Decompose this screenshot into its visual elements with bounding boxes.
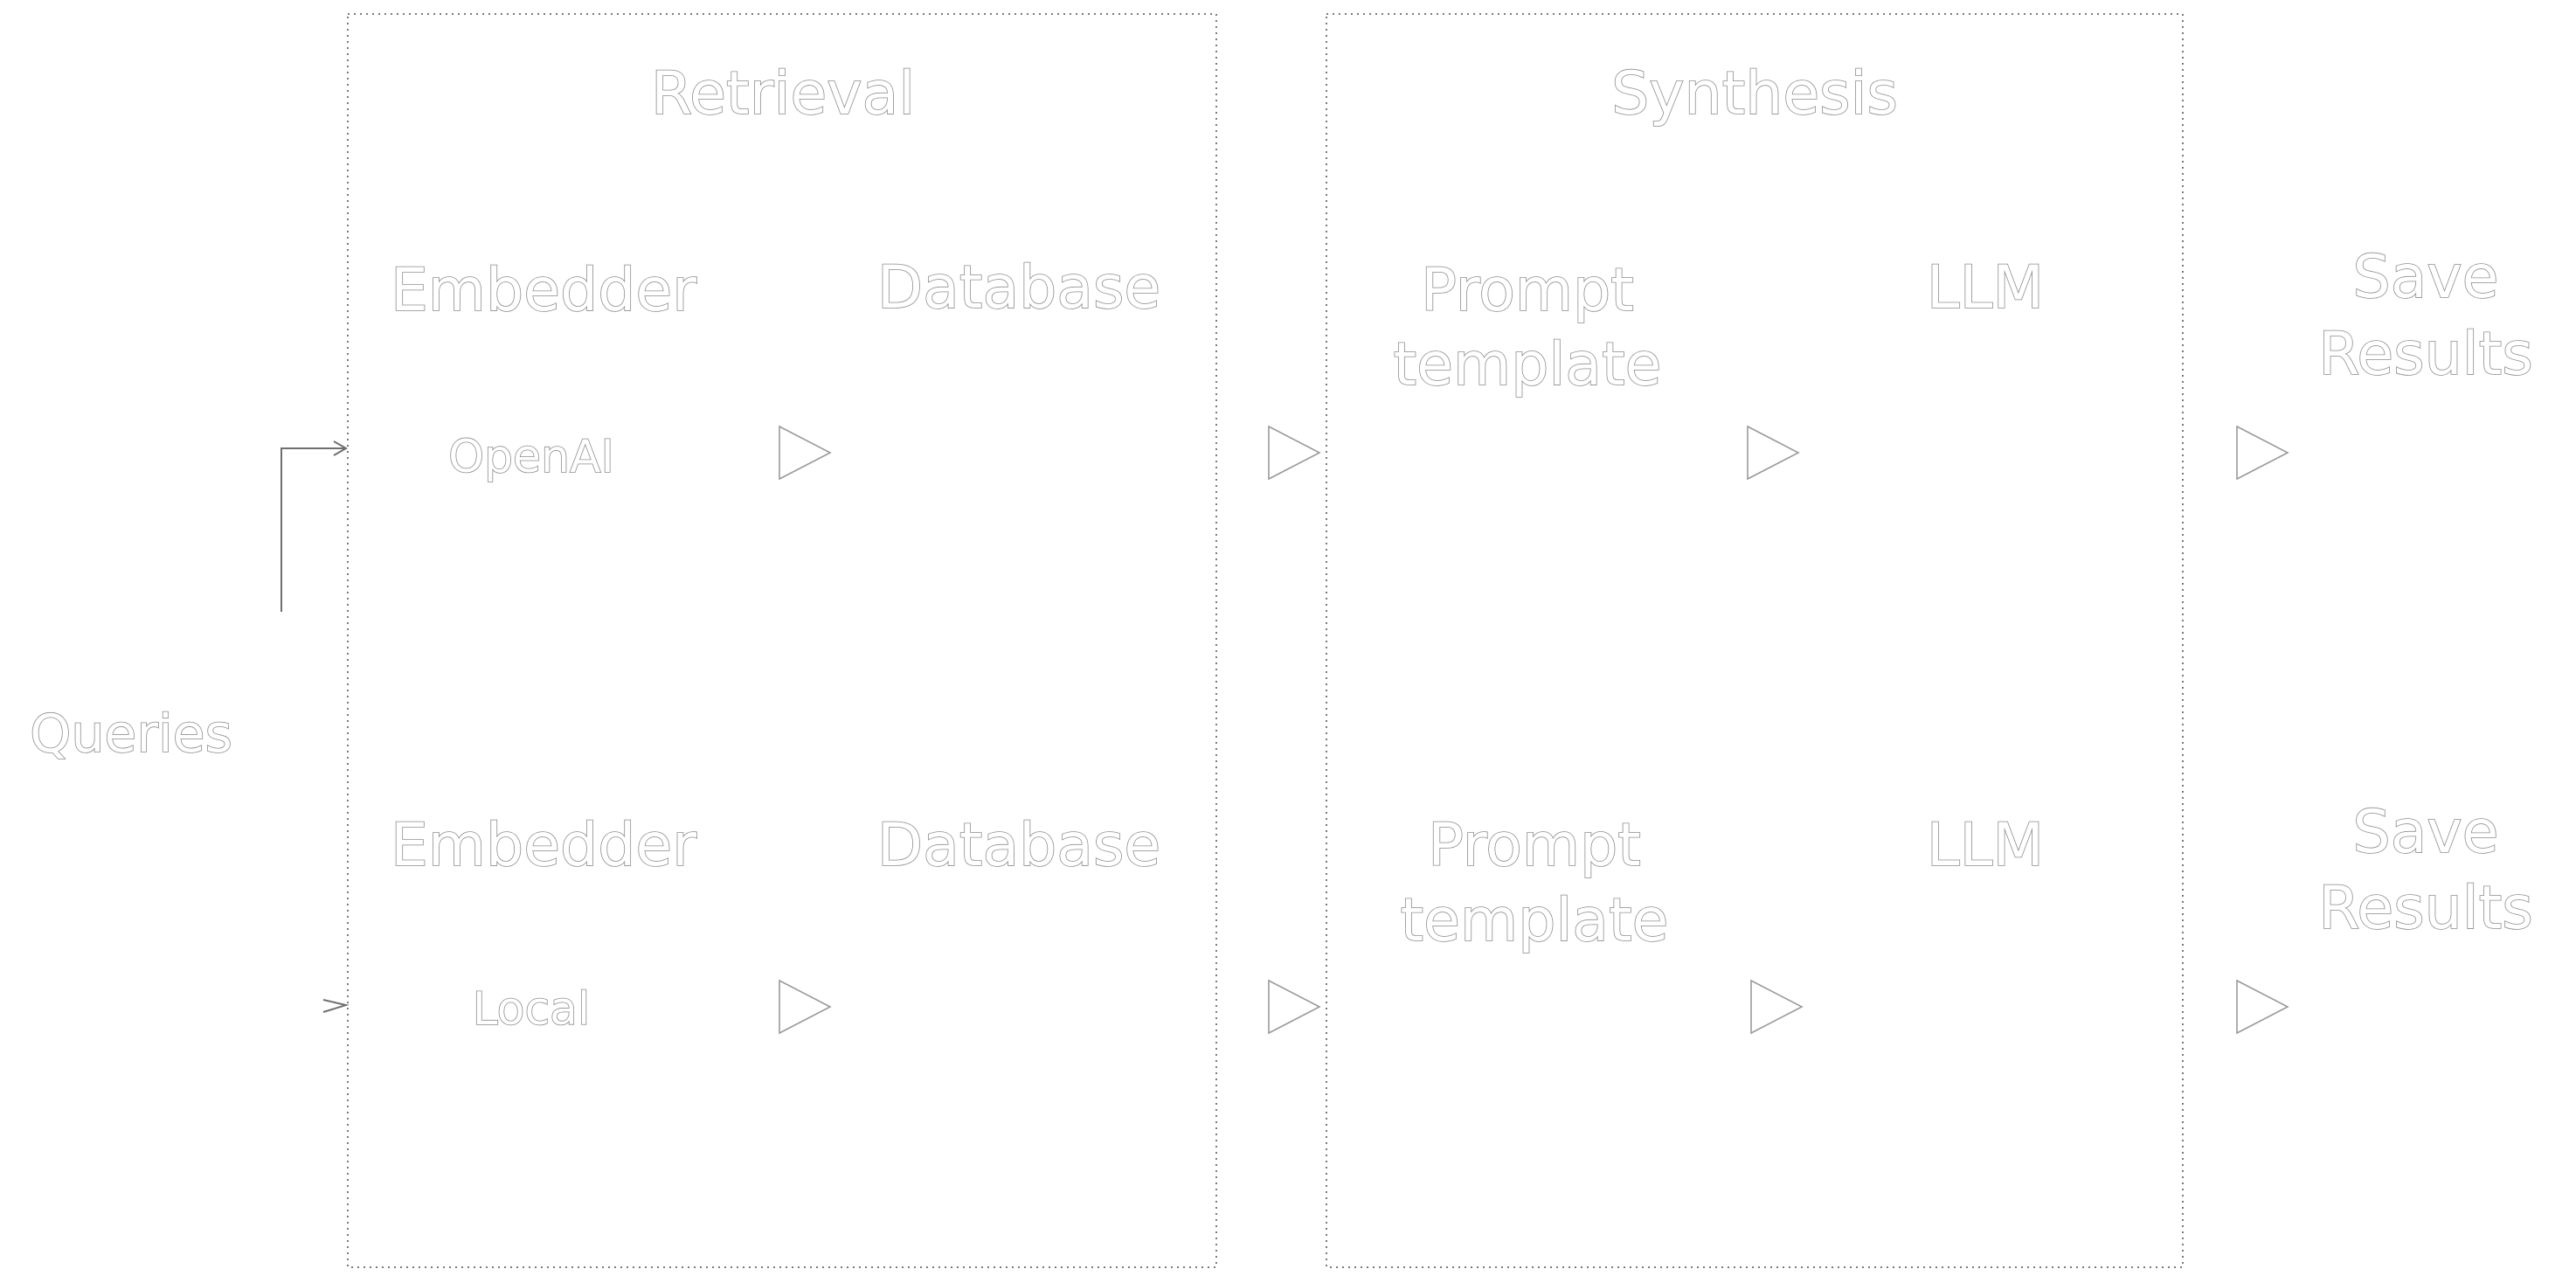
- prompt-title-line2: template: [1394, 330, 1662, 399]
- save-title-line2: Results: [2318, 874, 2533, 943]
- database-title: Database: [877, 253, 1160, 322]
- prompt-title-line2: template: [1401, 886, 1669, 955]
- queries-arrow-bottom: [322, 999, 350, 1013]
- arrow-embedder-to-database: [779, 425, 832, 481]
- embedder-variant: Local: [473, 983, 591, 1036]
- queries-arrow-top: [333, 440, 349, 456]
- embedder-title: Embedder: [391, 256, 696, 325]
- save-title-line1: Save: [2353, 243, 2499, 312]
- embedder-variant: OpenAI: [448, 431, 614, 483]
- prompt-title-line1: Prompt: [1428, 811, 1641, 880]
- pipeline-row-local: Embedder Local Database Prompt template …: [390, 797, 2534, 1037]
- arrow-embedder-to-database: [779, 979, 832, 1035]
- prompt-title-line1: Prompt: [1421, 256, 1634, 325]
- save-title-line2: Results: [2318, 320, 2533, 389]
- arrow-retrieval-to-synthesis: [1268, 979, 1321, 1035]
- synthesis-group-box: [1326, 13, 2184, 1268]
- queries-connector-top: [280, 447, 346, 612]
- retrieval-group-box: [347, 13, 1217, 1268]
- database-title: Database: [877, 811, 1160, 880]
- pipeline-row-openai: Embedder OpenAI Database Prompt template…: [390, 242, 2534, 484]
- arrow-prompt-to-llm: [1747, 425, 1800, 481]
- arrow-retrieval-to-synthesis: [1268, 425, 1321, 481]
- llm-title: LLM: [1927, 811, 2044, 880]
- arrow-llm-to-save: [2236, 979, 2289, 1035]
- save-title-line1: Save: [2353, 798, 2499, 867]
- llm-title: LLM: [1927, 253, 2044, 322]
- queries-label: Queries: [30, 704, 232, 765]
- arrow-llm-to-save: [2236, 425, 2289, 481]
- synthesis-title: Synthesis: [1611, 59, 1898, 128]
- retrieval-title: Retrieval: [651, 59, 915, 128]
- arrow-prompt-to-llm: [1750, 979, 1804, 1035]
- embedder-title: Embedder: [391, 811, 696, 880]
